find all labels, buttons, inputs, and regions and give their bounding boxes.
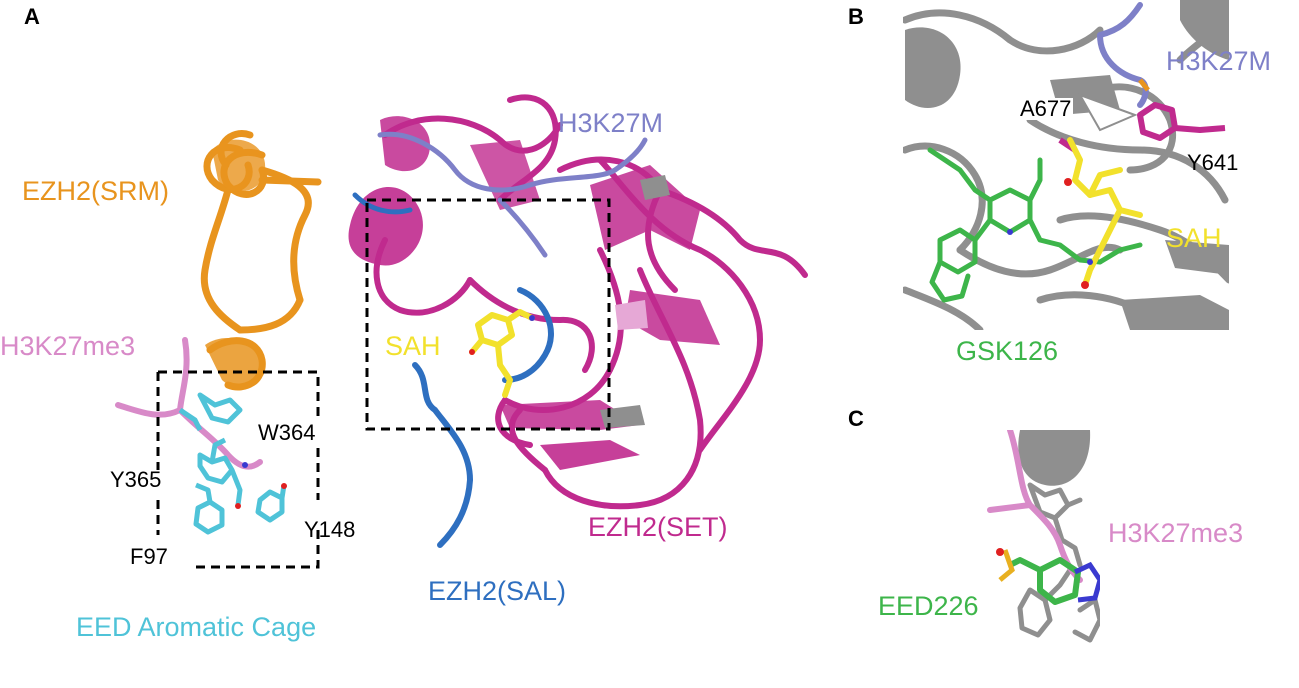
label-f97: F97	[130, 544, 168, 569]
label-y641: Y641	[1187, 150, 1239, 175]
ezh2-srm-helix-top	[212, 139, 266, 192]
label-h3k27m-a: H3K27M	[558, 108, 664, 138]
label-gsk126: GSK126	[956, 336, 1059, 366]
sah-ligand-b	[1067, 137, 1143, 288]
label-h3k27m-b: H3K27M	[1166, 46, 1272, 76]
h3k27m-orange-atom-b	[1138, 78, 1150, 92]
panel-a-structure	[115, 94, 808, 569]
h3k27m-peptide-a	[377, 131, 648, 258]
panel-b-sheet-3	[1165, 240, 1229, 275]
label-h3k27me3-a: H3K27me3	[0, 331, 136, 361]
panel-label-c: C	[848, 406, 864, 431]
panel-label-a: A	[24, 4, 40, 29]
label-y365: Y365	[110, 467, 162, 492]
label-ezh2-sal: EZH2(SAL)	[428, 576, 567, 606]
panel-b-helix-2	[1180, 0, 1229, 60]
panel-b-helix-1	[905, 27, 961, 108]
ezh2-set-sheet-gray-2	[640, 175, 670, 200]
ezh2-srm-helix-bottom	[205, 337, 265, 389]
sah-nitrogen-a	[529, 315, 535, 321]
eed226-blue-ring	[1073, 561, 1100, 603]
panel-b-sheet-2	[1120, 295, 1229, 330]
ezh2-set-sheet-4	[540, 440, 640, 470]
label-h3k27me3-c: H3K27me3	[1108, 518, 1244, 548]
gsk126-ligand-b	[927, 147, 1143, 303]
panel-label-b: B	[848, 4, 864, 29]
ezh2-set-helix-2	[380, 116, 430, 172]
eed226-ligand-c	[1008, 557, 1081, 605]
ezh2-set-pink-sheet	[615, 300, 648, 330]
panel-b-white-arrow	[1077, 93, 1138, 132]
sah-oxygen-b	[1064, 178, 1072, 186]
panel-b-structure	[903, 0, 1229, 330]
eed226-sulfonyl	[998, 549, 1015, 582]
gsk-nitrogen-b	[1007, 229, 1013, 235]
ezh2-set-sheet-1	[590, 165, 700, 250]
label-sah-a: SAH	[385, 331, 441, 361]
label-eed-aromatic-cage: EED Aromatic Cage	[76, 612, 317, 642]
cage-oxygen-atom-2	[235, 503, 241, 509]
label-sah-b: SAH	[1166, 223, 1222, 253]
h3k27m-peptide-b	[1097, 2, 1149, 108]
eed-aromatic-cage-residues	[178, 392, 287, 535]
sah-oxygen-b-2	[1081, 281, 1089, 289]
label-ezh2-srm: EZH2(SRM)	[22, 176, 169, 206]
eed226-oxygen	[996, 548, 1004, 556]
ezh2-set-sheet-2	[625, 290, 720, 345]
ezh2-sal-ribbon-2	[352, 192, 413, 215]
label-y148: Y148	[304, 517, 356, 542]
gsk-nitrogen-b-2	[1087, 259, 1093, 265]
ezh2-set-sheet-5	[470, 140, 540, 210]
label-a677: A677	[1018, 96, 1074, 121]
panel-c-structure	[987, 430, 1100, 643]
cage-oxygen-atom	[281, 483, 287, 489]
aromatic-cage-dashed-box	[156, 370, 320, 569]
label-w364: W364	[258, 420, 316, 445]
label-ezh2-set: EZH2(SET)	[588, 512, 728, 542]
ezh2-set-sheet-gray	[600, 405, 645, 428]
cage-nitrogen-atom	[242, 462, 248, 468]
sah-ligand-a	[469, 309, 535, 398]
panel-c-gray-helix	[1018, 430, 1091, 486]
label-eed226: EED226	[878, 591, 979, 621]
sah-oxygen-a	[469, 349, 475, 355]
set-active-site-dashed-box	[365, 198, 611, 431]
